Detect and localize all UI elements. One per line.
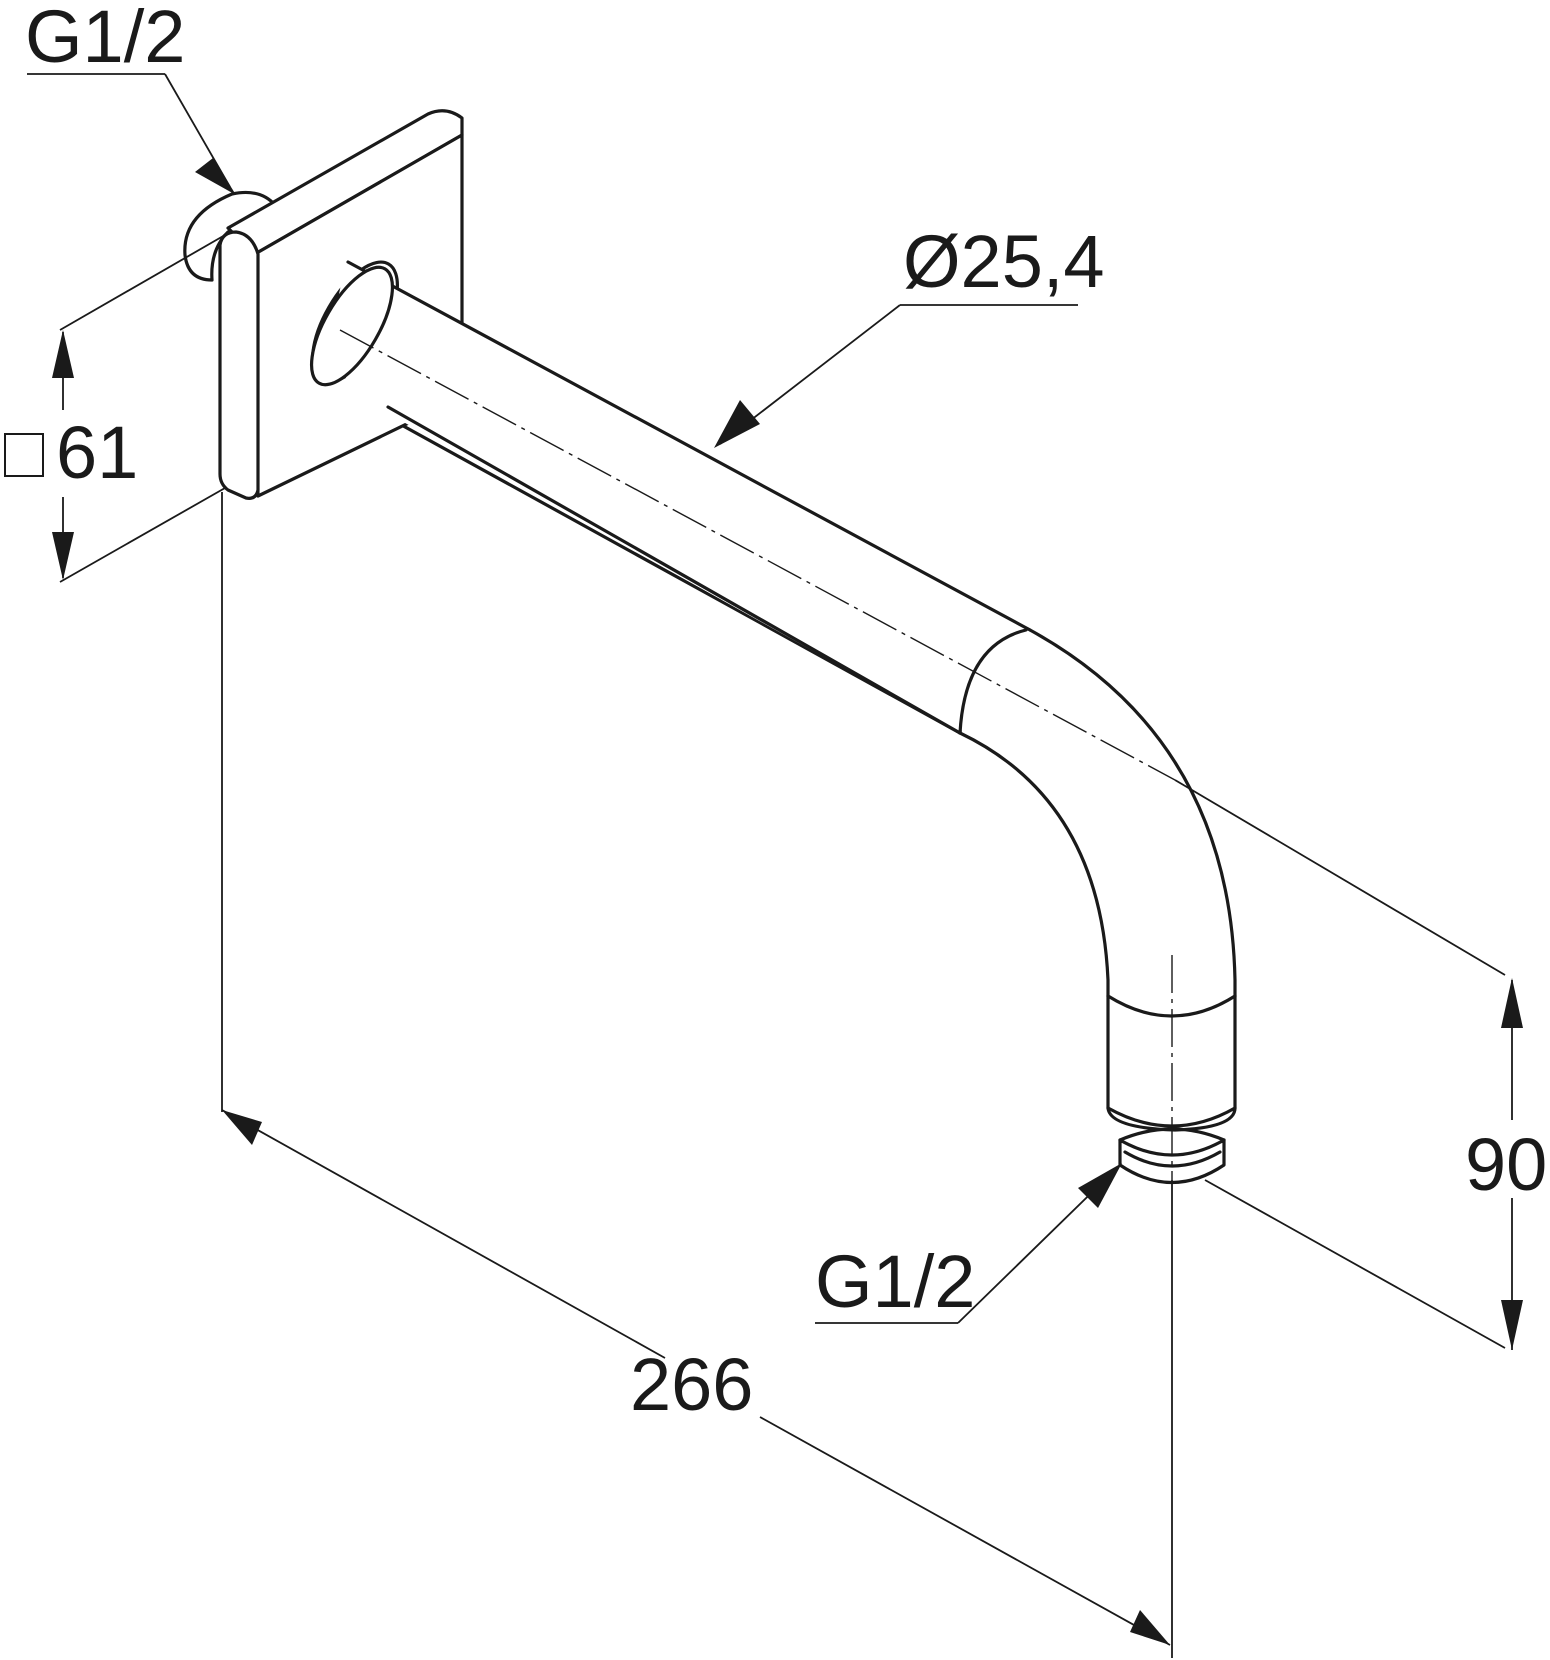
- nipple-groove: [1123, 1150, 1222, 1168]
- tube-lower-edge: [386, 405, 962, 735]
- dim-length: 266: [221, 492, 1173, 1658]
- label-thread-outlet: G1/2: [815, 1240, 975, 1323]
- tube-centerline: [339, 329, 1176, 781]
- dim-thread-wall: G1/2: [25, 0, 236, 195]
- label-thread-wall: G1/2: [25, 0, 185, 78]
- bend-seam-redraw: [958, 628, 1028, 735]
- dimline-length-upper: [221, 1109, 666, 1359]
- dimline-length-lower: [759, 1416, 1171, 1646]
- rosette-front-face: [218, 230, 260, 500]
- square-symbol-icon: [4, 433, 44, 477]
- dim-thread-outlet: G1/2: [815, 1163, 1122, 1324]
- label-drop: 90: [1465, 1123, 1547, 1206]
- tube-overlap: [335, 262, 1030, 733]
- arrow-rosette-bottom: [52, 532, 74, 580]
- label-tube-diameter: Ø25,4: [903, 220, 1105, 303]
- arrow-length-left: [222, 1110, 262, 1145]
- arrow-drop-top: [1501, 978, 1523, 1028]
- arrow-thread-outlet: [1078, 1163, 1122, 1208]
- ext-rosette-bottom: [59, 487, 226, 583]
- label-rosette-size: 61: [56, 411, 138, 494]
- dim-rosette-size: 61: [4, 234, 226, 583]
- ext-rosette-top: [59, 234, 226, 331]
- arrow-thread-wall: [195, 158, 236, 195]
- arrow-rosette-top: [52, 330, 74, 378]
- ext-drop-top: [1174, 779, 1506, 976]
- arrow-drop-bottom: [1501, 1300, 1523, 1350]
- dim-drop: 90: [1174, 779, 1547, 1350]
- ext-drop-bottom: [1204, 1179, 1506, 1349]
- label-length: 266: [630, 1343, 753, 1426]
- tube-mouth: [309, 265, 395, 387]
- dim-tube-diameter: Ø25,4: [714, 220, 1105, 448]
- arrow-diameter: [714, 400, 760, 448]
- tube-upper-edge: [346, 260, 1032, 632]
- arrow-length-right: [1130, 1610, 1170, 1645]
